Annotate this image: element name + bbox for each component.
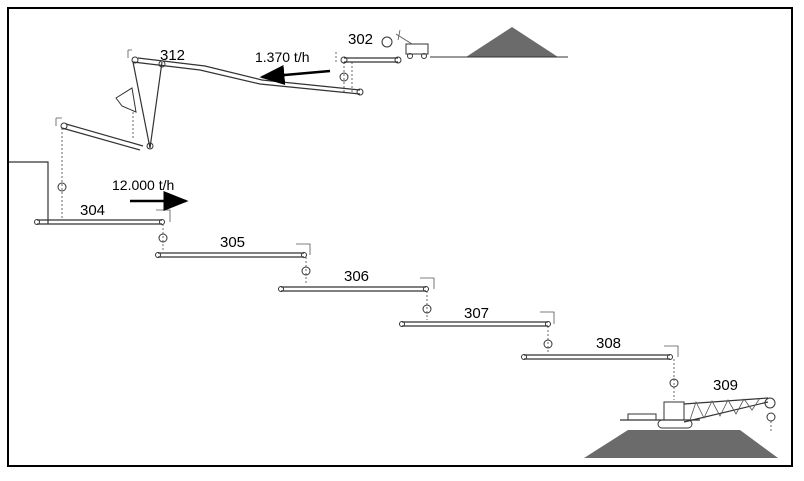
conveyor-304: [34, 209, 171, 250]
label-308: 308: [596, 335, 621, 352]
label-302: 302: [348, 31, 373, 48]
stacker-309: [620, 397, 776, 432]
label-304: 304: [80, 202, 105, 219]
label-305: 305: [220, 234, 245, 251]
label-309: 309: [713, 377, 738, 394]
stockpile-bottom: [584, 430, 778, 458]
motor-icon: [57, 182, 67, 192]
conveyor-305: [155, 243, 311, 285]
motor-icon: [339, 72, 349, 82]
label-312: 312: [160, 47, 185, 64]
label-306: 306: [344, 268, 369, 285]
lower-rate-label: 12.000 t/h: [112, 177, 174, 193]
diagram-frame: [7, 7, 793, 467]
upper-flow-arrow: [259, 65, 331, 85]
conveyor-308: [521, 345, 679, 400]
motor-icon: [766, 412, 776, 422]
label-307: 307: [464, 305, 489, 322]
conveyor-307: [399, 311, 555, 353]
stockpile-top: [466, 27, 558, 57]
boom-pulley-icon: [764, 397, 776, 409]
conveyor-306: [278, 277, 435, 320]
upper-rate-label: 1.370 t/h: [255, 49, 310, 65]
motor-icon: [669, 378, 679, 388]
feed-line: [9, 161, 49, 224]
conveyor-312: [55, 49, 364, 218]
weigher-icon: [115, 87, 137, 113]
reclaimer-302: [381, 29, 429, 59]
drive-motor-icon: [381, 36, 393, 48]
conveyor-302: [335, 52, 402, 93]
